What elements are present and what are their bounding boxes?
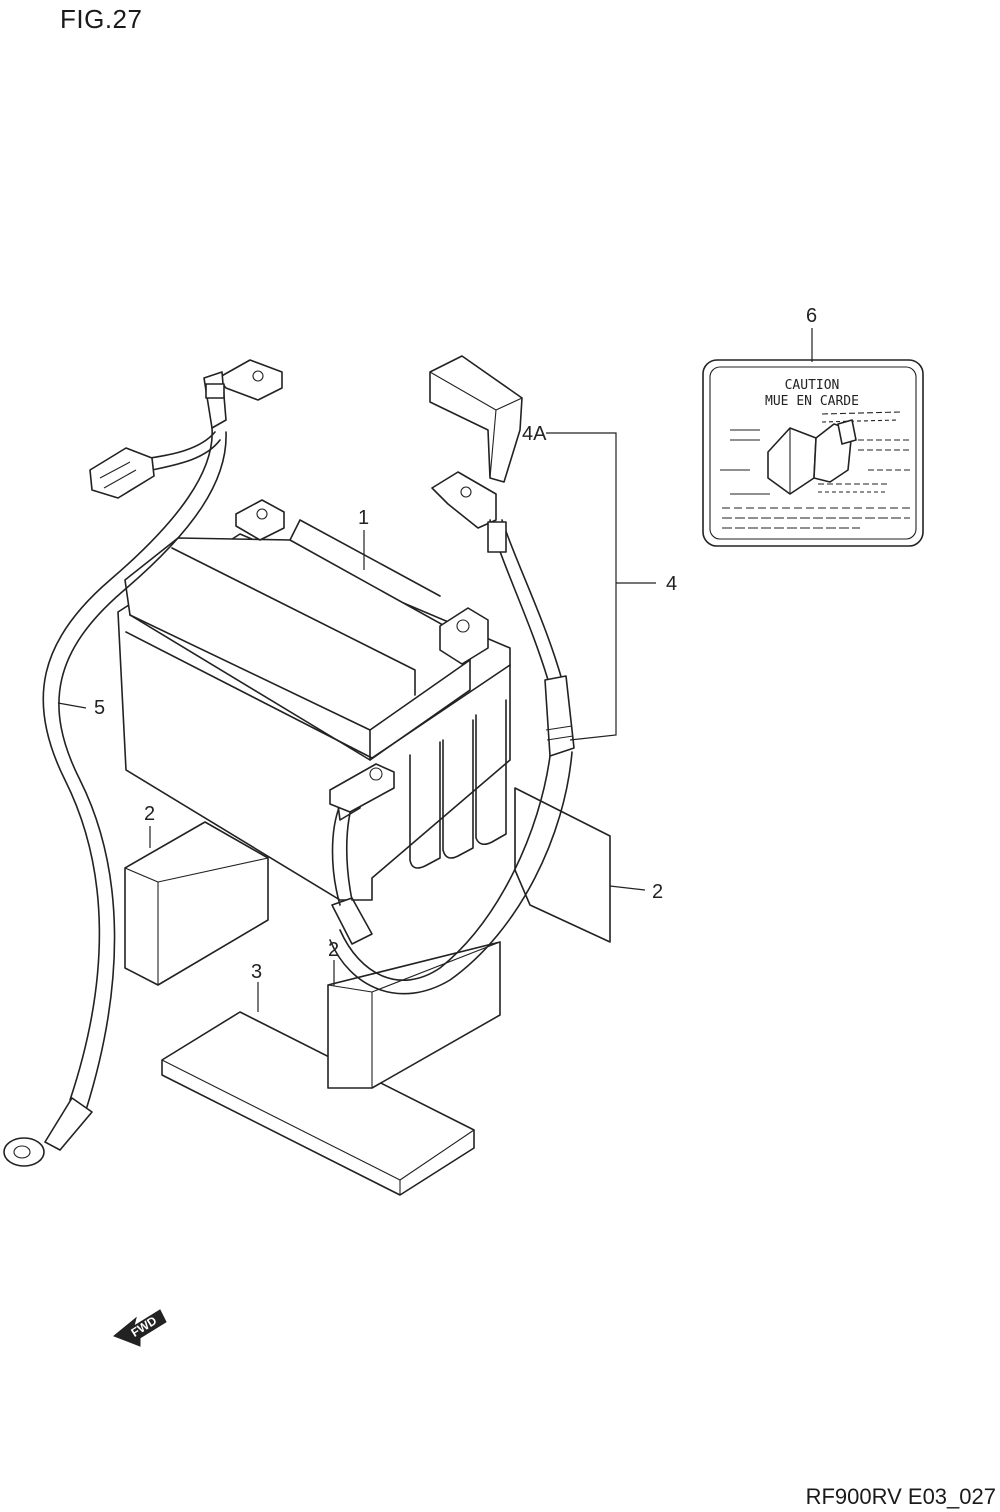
label-part-4: 4 xyxy=(666,573,677,595)
fwd-direction-arrow: FWD xyxy=(113,1309,167,1347)
caution-label-line1: CAUTION xyxy=(785,378,840,393)
pad-center xyxy=(327,941,501,1089)
pad-right xyxy=(514,787,611,943)
document-code: RF900RV E03_027 xyxy=(805,1484,996,1509)
label-part-5: 5 xyxy=(94,697,105,719)
caution-label: CAUTION MUE EN CARDE xyxy=(702,359,924,547)
label-part-1: 1 xyxy=(358,507,369,529)
caution-label-line2: MUE EN CARDE xyxy=(765,394,859,409)
figure-title: FIG.27 xyxy=(60,4,143,34)
label-part-3: 3 xyxy=(251,961,262,983)
caution-label-fine-print xyxy=(720,411,910,529)
pad-left xyxy=(124,821,269,986)
label-part-4a: 4A xyxy=(522,423,547,445)
label-part-2-center: 2 xyxy=(328,939,339,961)
battery-tray xyxy=(161,1011,475,1196)
label-part-2-left: 2 xyxy=(144,803,155,825)
leader-lines xyxy=(57,328,813,1012)
minus-lead xyxy=(3,359,283,1167)
label-part-6: 6 xyxy=(806,305,817,327)
label-part-2-right: 2 xyxy=(652,881,663,903)
plus-lead xyxy=(329,355,575,995)
